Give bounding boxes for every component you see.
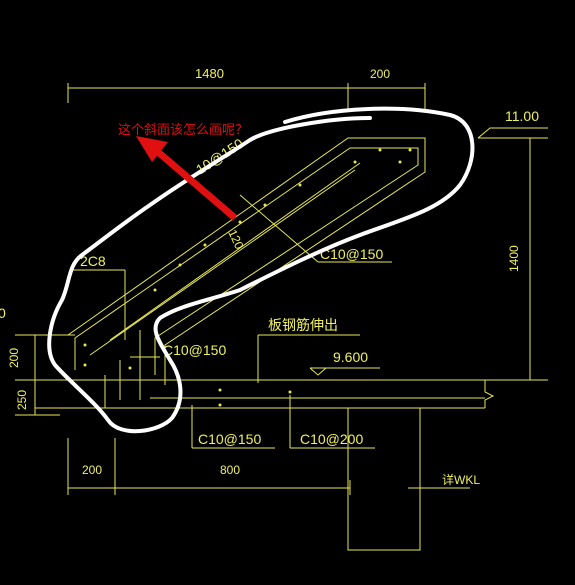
red-arrow-shaft [155,149,238,221]
question-annotation: 这个斜面该怎么画呢？ [118,122,248,137]
rebar-dot [288,390,292,394]
rebar-dot [238,220,242,224]
structure-lines [15,83,548,551]
rebar-dot [398,160,402,164]
red-arrow [136,136,238,221]
rebar-dot [178,263,182,267]
slab-lower-outline [74,147,419,375]
rebar-dot [153,288,157,292]
dim-top-span: 1480 [195,66,224,81]
dim-bottom-200: 200 [82,463,102,477]
rebar-dot [353,160,357,164]
dim-left-250: 250 [15,390,29,410]
elevation-mark-mid [309,367,380,376]
detail-label: 详WKL [442,472,480,487]
dim-bottom-800: 800 [220,463,240,477]
rebar-line-1 [89,169,356,356]
rebar-dot [83,363,87,367]
elevation-mid: 9.600 [333,349,368,365]
rebar-label-left: C10@150 [163,342,226,358]
rebar-label-mid: C10@150 [320,246,383,262]
rebar-dot [408,148,412,152]
rebar-dot [218,403,222,407]
beam-outline [347,408,421,551]
rebar-label-b2: C10@200 [300,431,363,447]
elevation-top: 11.00 [505,108,539,124]
leader-mid [239,194,319,263]
rebar-dots [83,148,412,407]
white-freehand-loop [47,106,475,434]
rebar-dot [128,366,132,370]
dim-left-200: 200 [7,348,21,368]
rebar-label-2c8: 2C8 [80,253,106,269]
rebar-dot [378,148,382,152]
dim-top-ext: 200 [370,67,390,81]
rebar-line-2 [109,162,361,341]
rebar-label-b1: C10@150 [198,431,261,447]
dim-height-right: 1400 [507,245,521,272]
break-mark [484,380,495,408]
red-arrow-head [136,136,168,162]
rebar-dot [203,243,207,247]
rebar-dot [218,388,222,392]
rebar-dot [298,183,302,187]
dim-left-edge: 0 [0,305,6,321]
rebar-dot [83,343,87,347]
elevation-mark-top [477,127,548,139]
rebar-dot [263,203,267,207]
slab-extend-label: 板钢筋伸出 [268,317,338,333]
